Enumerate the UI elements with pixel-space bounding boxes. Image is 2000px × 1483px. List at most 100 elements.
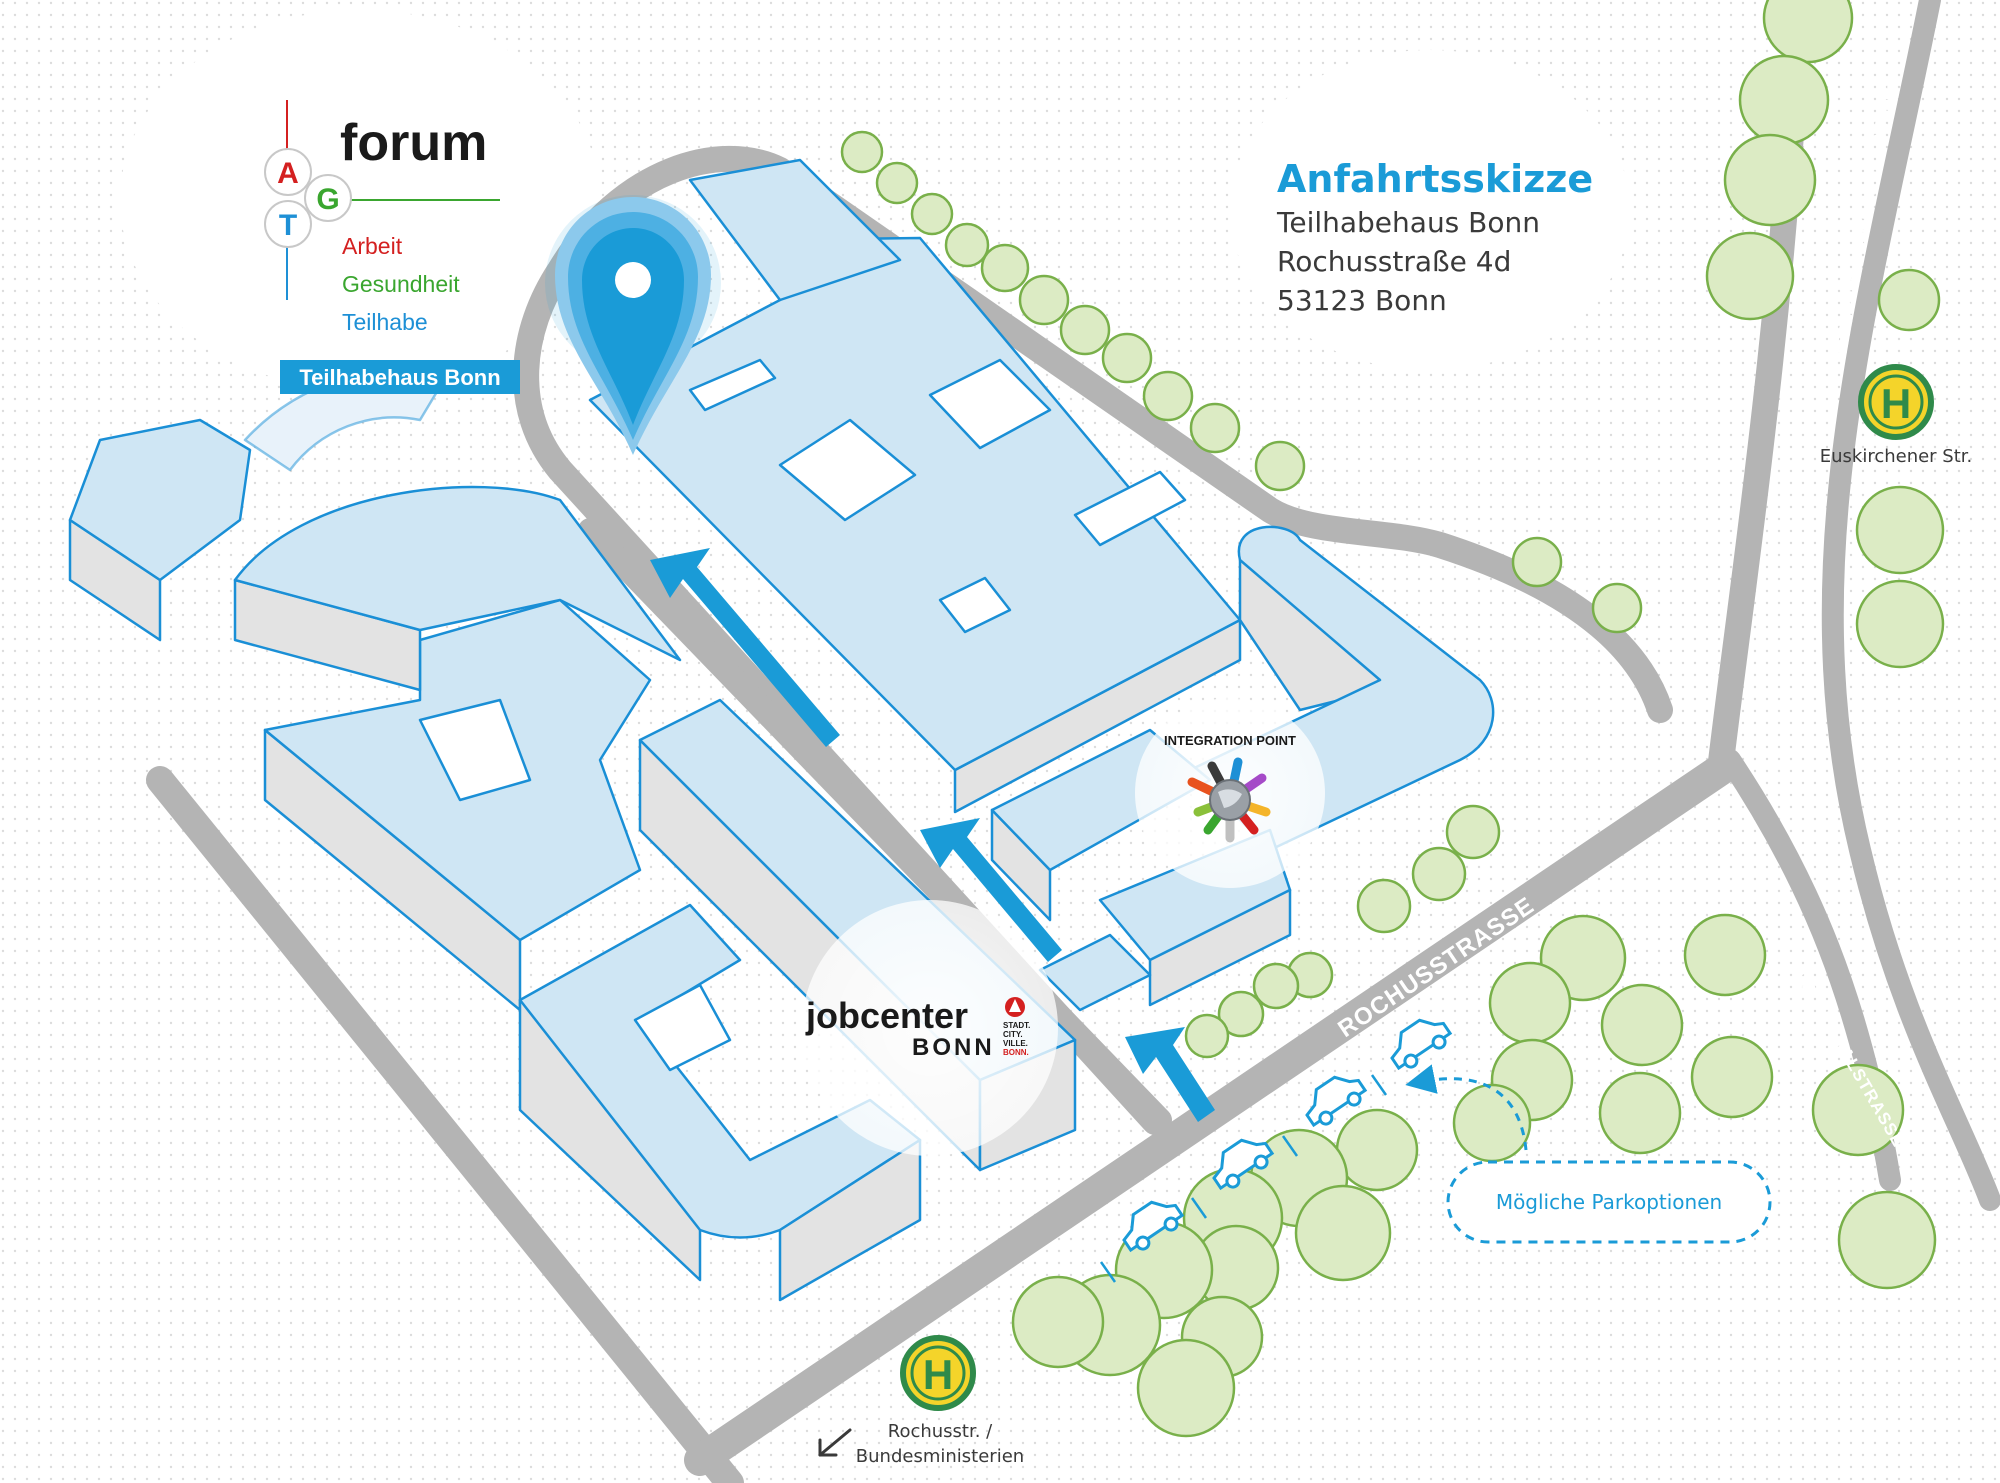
tree — [1254, 440, 1306, 492]
jobcenter-logo[interactable]: jobcenter BONN STADT. CITY. VILLE. BONN. — [805, 995, 1030, 1061]
tree — [1011, 1275, 1105, 1369]
tree — [1877, 268, 1941, 332]
jobcenter-tag-1: STADT. — [1003, 1021, 1030, 1030]
bus-stop-symbol: H — [1881, 380, 1911, 427]
tree — [1136, 1338, 1236, 1438]
tree — [1511, 536, 1563, 588]
building-link-wall — [1148, 888, 1292, 1007]
building-far-west-roof — [68, 418, 252, 582]
tree — [1189, 402, 1241, 454]
logo-circle-a — [264, 148, 312, 196]
tree — [1018, 274, 1070, 326]
tree — [1723, 133, 1817, 227]
tree — [1855, 485, 1945, 575]
bus-stop-euskirchener-label: Euskirchener Str. — [1820, 446, 1973, 467]
bus-stop-rochus-label-2: Bundesministerien — [856, 1446, 1024, 1467]
tree — [840, 130, 884, 174]
route-arrow[interactable] — [650, 548, 840, 747]
left-road — [146, 766, 744, 1483]
tree — [1855, 579, 1945, 669]
logo-line-teilhabe: Teilhabe — [342, 309, 428, 335]
tree — [875, 161, 919, 205]
logo-circle-g — [304, 174, 352, 222]
globe-people-icon — [1187, 757, 1271, 843]
location-pin-icon[interactable] — [545, 195, 721, 455]
car-icon — [1390, 1018, 1453, 1071]
address-title: Anfahrtsskizze — [1277, 157, 1593, 201]
parking-options-label: Mögliche Parkoptionen — [1496, 1190, 1722, 1214]
integration-point-label: INTEGRATION POINT — [1164, 733, 1296, 748]
tree — [1591, 582, 1643, 634]
logo-letter-g: G — [316, 183, 339, 216]
jobcenter-glow — [802, 900, 1058, 1156]
tree — [1600, 983, 1684, 1067]
address-block: Anfahrtsskizze Teilhabehaus Bonn Rochuss… — [1276, 157, 1593, 317]
bus-stop-symbol: H — [923, 1351, 953, 1398]
tree — [1294, 1184, 1392, 1282]
car-icon — [1212, 1138, 1275, 1191]
address-plate — [1230, 50, 1630, 370]
tree — [980, 243, 1030, 293]
rochusstrasse-road — [684, 754, 1736, 1476]
tree — [1488, 961, 1572, 1045]
tree — [1598, 1071, 1682, 1155]
building-west-court — [418, 698, 532, 802]
logo-badge — [280, 360, 520, 394]
tree — [1101, 332, 1153, 384]
route-arrow[interactable] — [1125, 1027, 1215, 1122]
address-line-1: Teilhabehaus Bonn — [1276, 206, 1540, 239]
roof-court-5 — [688, 358, 777, 412]
parking-options-button[interactable]: Mögliche Parkoptionen — [1446, 1160, 1772, 1244]
car-icon — [1305, 1075, 1368, 1128]
route-arrow[interactable] — [920, 818, 1062, 962]
tree — [1445, 804, 1501, 860]
building-northwest-roof — [233, 485, 682, 662]
parking-slot-lines — [1099, 1074, 1388, 1283]
atg-forum-logo: A G T forum Arbeit Gesundheit Teilhabe T… — [264, 100, 520, 394]
logo-line-gesundheit: Gesundheit — [342, 271, 460, 297]
jobcenter-tag-3: VILLE. — [1003, 1039, 1028, 1048]
tree — [1738, 54, 1830, 146]
roof-court-3 — [938, 576, 1012, 634]
bus-stop-rochusstrasse[interactable]: H Rochusstr. / Bundesministerien — [856, 1335, 1024, 1467]
roof-court-2 — [928, 358, 1052, 450]
building-south-court — [633, 983, 732, 1072]
tree — [1356, 878, 1412, 934]
roof-court-1 — [778, 418, 917, 522]
tree — [1252, 962, 1300, 1010]
parking-cars — [1122, 1018, 1453, 1253]
integration-point-logo[interactable]: INTEGRATION POINT — [1164, 733, 1296, 843]
tree — [1335, 1108, 1419, 1192]
logo-line-arbeit: Arbeit — [342, 233, 403, 259]
buildings — [68, 158, 1495, 1302]
logo-letter-t: T — [279, 209, 297, 242]
tree — [1690, 1035, 1774, 1119]
address-line-2: Rochusstraße 4d — [1277, 245, 1511, 278]
trees — [840, 0, 1945, 1438]
tree — [1184, 1013, 1230, 1059]
tree — [1059, 304, 1111, 356]
route-arrows — [650, 548, 1215, 1122]
logo-letter-a: A — [277, 157, 299, 190]
tree — [1452, 1083, 1532, 1163]
building-connector — [1038, 933, 1152, 1012]
main-road-2 — [1821, 0, 2000, 1211]
bus-stop-rochus-label-1: Rochusstr. / — [888, 1421, 993, 1442]
building-south-front-wall — [778, 1138, 922, 1302]
jobcenter-name: jobcenter — [805, 995, 968, 1036]
direction-arrow-icon — [818, 1428, 852, 1457]
logo-circle-t — [264, 200, 312, 248]
tree — [944, 222, 990, 268]
parking-hint-arrow — [1405, 1064, 1528, 1151]
jobcenter-tag-2: CITY. — [1003, 1030, 1023, 1039]
address-line-3: 53123 Bonn — [1277, 284, 1447, 317]
tree — [910, 192, 954, 236]
building-top-wing — [688, 158, 902, 302]
tree — [1411, 846, 1467, 902]
bus-stop-euskirchener[interactable]: H Euskirchener Str. — [1820, 364, 1973, 467]
tree — [1811, 1063, 1905, 1157]
tree — [1217, 990, 1265, 1038]
tree — [1705, 231, 1795, 321]
jobcenter-city: BONN — [912, 1034, 995, 1061]
